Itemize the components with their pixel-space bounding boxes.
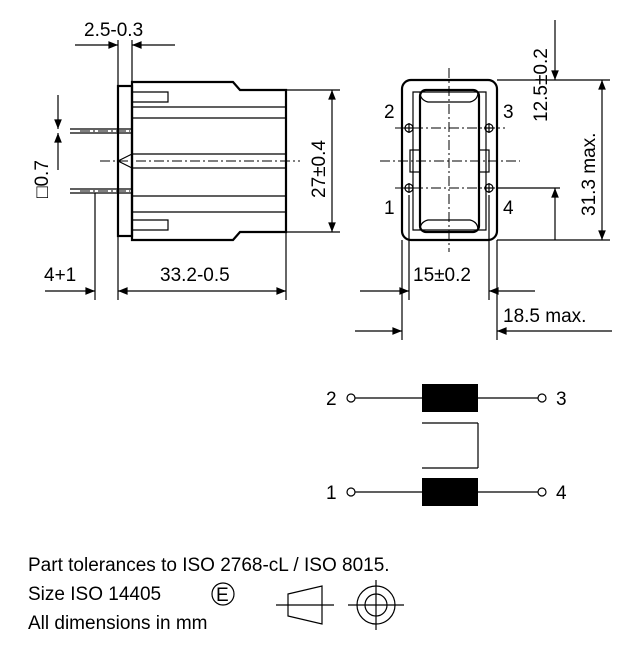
dim-height-text: 27±0.4: [309, 140, 330, 198]
envelope-e-symbol: E: [216, 585, 229, 606]
pin-label-4: 4: [503, 198, 514, 219]
dim-offset-text: 4+1: [44, 265, 76, 286]
dim-top-height-text: 12.5±0.2: [531, 48, 552, 122]
dim-pin-spacing-text: 2.5-0.3: [84, 20, 143, 41]
schematic: 2 3 1 4: [326, 384, 567, 506]
schematic-label-1: 1: [326, 483, 337, 504]
pin-label-2: 2: [384, 102, 395, 123]
front-view: 2 3 1 4: [380, 68, 520, 252]
pin-label-3: 3: [503, 102, 514, 123]
note-line-3: All dimensions in mm: [28, 613, 208, 634]
dim-max-width-text: 18.5 max.: [503, 306, 586, 327]
dim-pin-spacing: 2.5-0.3: [75, 20, 175, 86]
schematic-label-4: 4: [556, 483, 567, 504]
schematic-winding-bottom: [422, 478, 478, 506]
dim-max-width: 18.5 max.: [355, 240, 612, 340]
notes: Part tolerances to ISO 2768-cL / ISO 801…: [28, 555, 404, 634]
dim-length-text: 33.2-0.5: [160, 265, 230, 286]
pin-label-1: 1: [384, 198, 395, 219]
dim-width-text: 15±0.2: [413, 265, 471, 286]
dim-width: 15±0.2: [360, 195, 535, 300]
side-view: [70, 80, 300, 242]
schematic-label-2: 2: [326, 389, 337, 410]
dim-pin-square: □0.7: [32, 95, 62, 198]
dim-length: 4+1 33.2-0.5: [44, 193, 287, 300]
schematic-terminal-1: [346, 487, 356, 497]
note-line-2: Size ISO 14405: [28, 584, 161, 605]
dim-max-height-text: 31.3 max.: [579, 133, 600, 216]
schematic-winding-top: [422, 384, 478, 412]
dim-pin-square-text: □0.7: [32, 160, 53, 198]
projection-symbol-icon: [276, 580, 404, 630]
note-line-1: Part tolerances to ISO 2768-cL / ISO 801…: [28, 555, 390, 576]
dim-max-height: 31.3 max.: [497, 80, 610, 241]
schematic-label-3: 3: [556, 389, 567, 410]
side-tab-top: [132, 91, 169, 103]
schematic-terminal-2: [346, 393, 356, 403]
dim-height: 27±0.4: [286, 89, 340, 233]
schematic-terminal-4: [537, 487, 547, 497]
side-tab-bottom: [132, 219, 169, 231]
envelope-e-circle: [211, 582, 235, 606]
schematic-terminal-3: [537, 393, 547, 403]
dim-top-height: 12.5±0.2: [497, 20, 610, 240]
